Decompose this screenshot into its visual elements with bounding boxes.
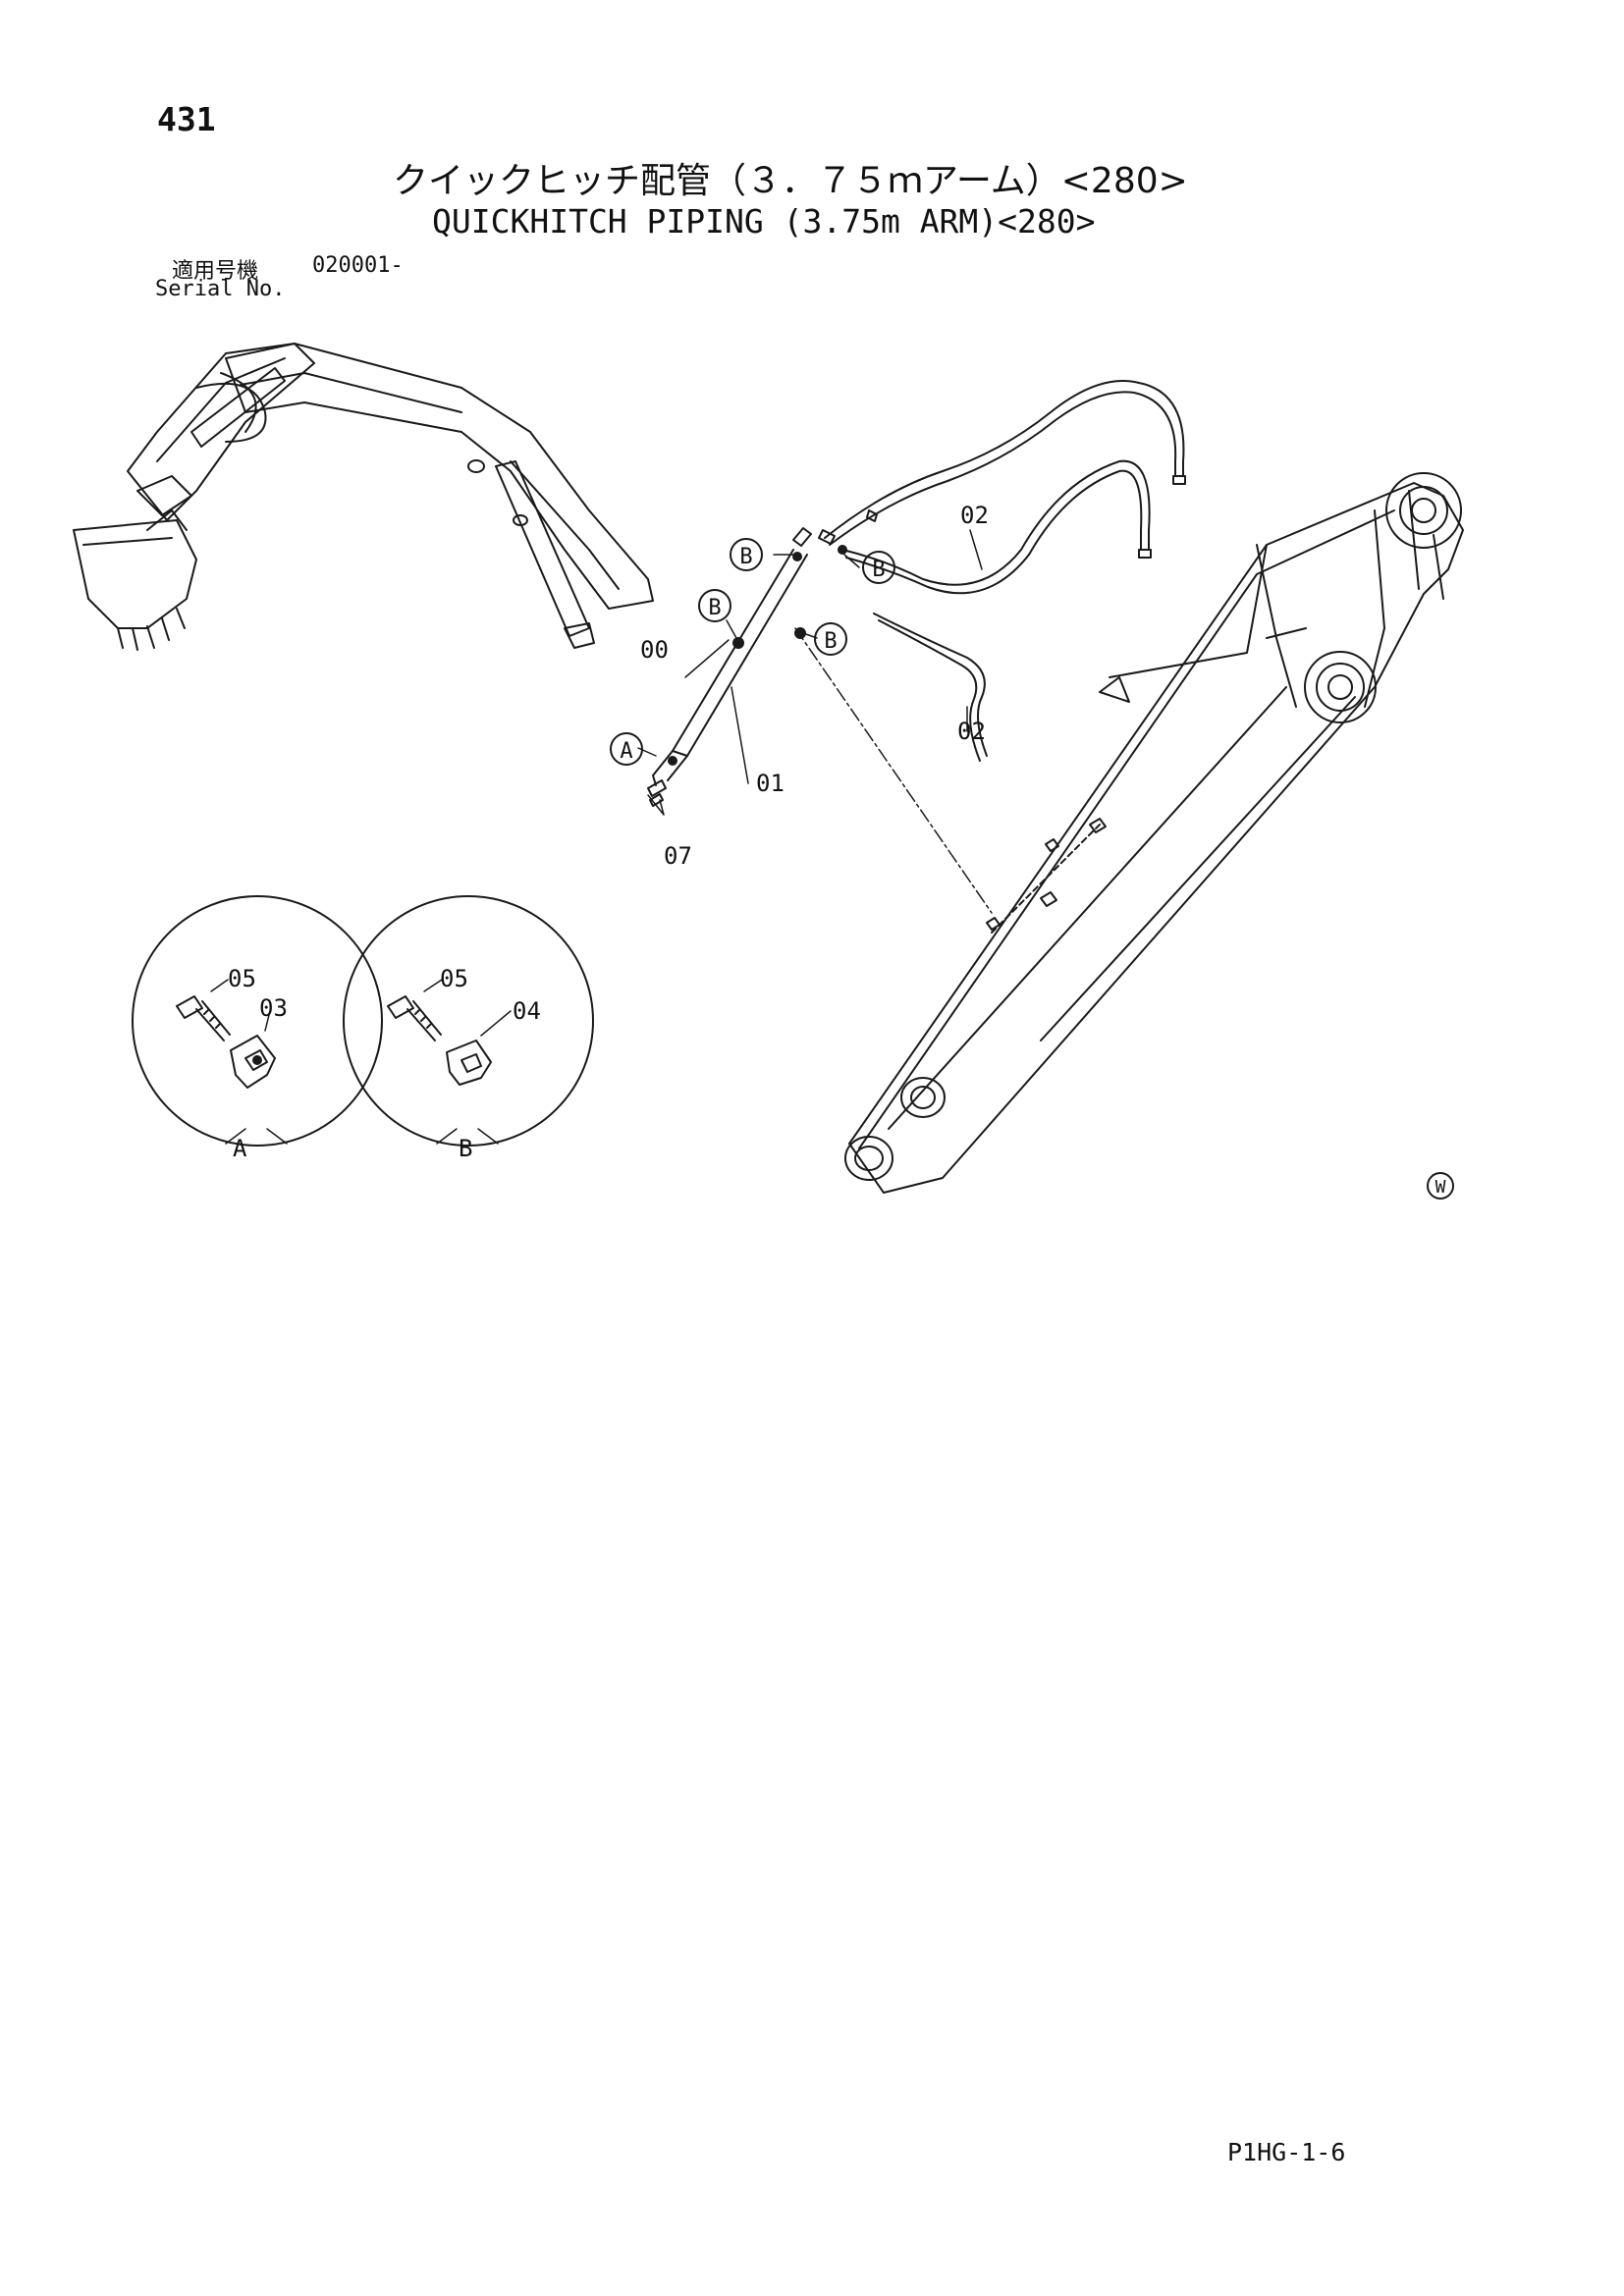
corner-mark-circle	[1427, 1172, 1454, 1200]
detail-view-a	[132, 895, 383, 1147]
callout-a: A	[620, 739, 632, 764]
callout-b-2: B	[872, 558, 885, 582]
part-label-01: 01	[756, 770, 785, 797]
part-label-05-a: 05	[228, 965, 256, 992]
page-title-english: QUICKHITCH PIPING (3.75m ARM)<280>	[432, 202, 1096, 240]
leader-lines	[637, 529, 983, 816]
detail-label-a: A	[233, 1135, 247, 1162]
callout-markers	[610, 538, 895, 766]
part-label-07: 07	[664, 842, 692, 870]
pipe-assembly	[647, 380, 1186, 914]
part-label-00: 00	[640, 636, 669, 664]
callout-b-4: B	[824, 629, 837, 654]
page-number: 431	[157, 100, 216, 138]
serial-label-english: Serial No.	[155, 277, 286, 301]
callout-b-1: B	[739, 545, 752, 569]
arm-structure	[844, 472, 1464, 1194]
detail-label-b: B	[459, 1135, 472, 1162]
callout-b-3: B	[708, 596, 721, 620]
part-label-03: 03	[259, 994, 288, 1022]
part-label-04: 04	[513, 997, 541, 1025]
excavator-overview-sketch	[73, 343, 654, 651]
part-label-02-upper: 02	[960, 502, 989, 529]
page-title-japanese: クイックヒッチ配管（３．７５ｍアーム）<280>	[393, 161, 1188, 201]
serial-number-value: 020001-	[312, 253, 404, 278]
detail-view-b	[343, 895, 594, 1147]
footer-code: P1HG-1-6	[1227, 2138, 1346, 2166]
part-label-05-b: 05	[440, 965, 468, 992]
serial-label-japanese: 適用号機	[172, 259, 259, 284]
part-label-02-lower: 02	[957, 718, 986, 745]
corner-mark-w: W	[1435, 1177, 1446, 1198]
